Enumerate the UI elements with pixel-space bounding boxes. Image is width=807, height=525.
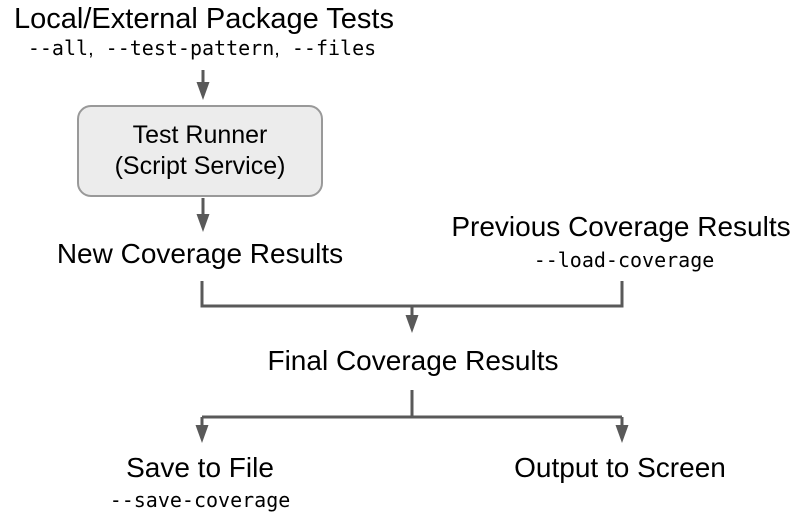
save-to-file-label: Save to File xyxy=(126,452,274,483)
arrow-runner-to-new-coverage xyxy=(196,198,210,232)
save-to-file-flag: --save-coverage xyxy=(109,488,291,512)
test-runner-line2: (Script Service) xyxy=(114,152,286,180)
flag-separator: , xyxy=(88,38,94,60)
split-bracket xyxy=(202,390,622,419)
arrow-split-to-output xyxy=(615,417,629,443)
test-runner-box: Test Runner (Script Service) xyxy=(77,105,323,197)
arrow-split-to-save xyxy=(195,417,209,443)
flag-all: --all xyxy=(27,36,89,60)
arrow-merge-to-final xyxy=(405,306,419,333)
flag-test-pattern: --test-pattern xyxy=(105,36,275,60)
package-tests-flags: --all, --test-pattern, --files xyxy=(28,36,376,61)
previous-coverage-label: Previous Coverage Results xyxy=(451,211,791,242)
flag-files: --files xyxy=(291,36,377,60)
test-runner-line1: Test Runner xyxy=(132,121,268,149)
final-coverage-label: Final Coverage Results xyxy=(267,345,559,376)
flag-separator: , xyxy=(274,38,280,60)
output-to-screen-label: Output to Screen xyxy=(514,452,726,483)
merge-bracket xyxy=(200,281,624,308)
package-tests-title: Local/External Package Tests xyxy=(14,3,394,35)
arrow-tests-to-runner xyxy=(196,70,210,100)
previous-coverage-flag: --load-coverage xyxy=(533,248,715,272)
new-coverage-label: New Coverage Results xyxy=(56,238,344,269)
